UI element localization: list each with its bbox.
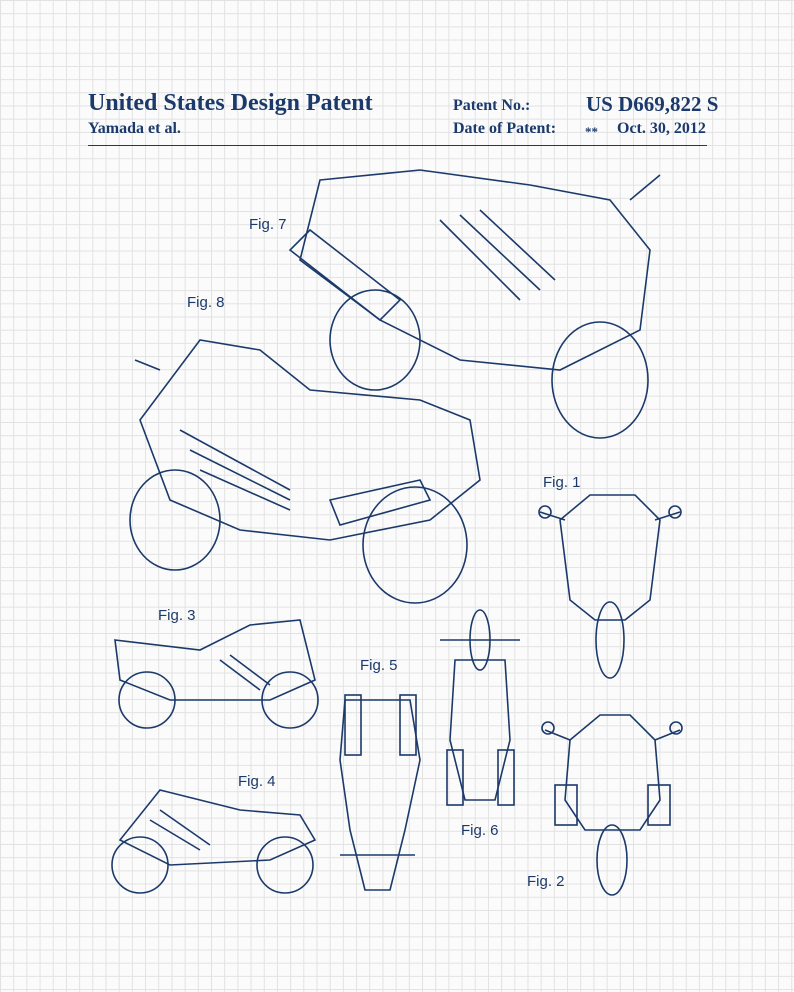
fig5-drawing <box>339 694 421 891</box>
fig-6-label: Fig. 6 <box>461 822 499 839</box>
fig8-drawing <box>129 339 481 604</box>
patent-number-label: Patent No.: <box>453 97 531 114</box>
fig7-drawing <box>288 169 661 439</box>
fig-2-label: Fig. 2 <box>527 873 565 890</box>
fig-4-label: Fig. 4 <box>238 773 276 790</box>
patent-title: United States Design Patent <box>88 90 373 116</box>
fig4-drawing <box>111 789 317 894</box>
patent-date: Oct. 30, 2012 <box>617 120 706 137</box>
date-marker: ** <box>585 124 598 139</box>
header-divider <box>88 145 707 146</box>
fig-7-label: Fig. 7 <box>249 216 287 233</box>
inventor: Yamada et al. <box>88 120 181 137</box>
fig-3-label: Fig. 3 <box>158 607 196 624</box>
fig-1-label: Fig. 1 <box>543 474 581 491</box>
fig3-drawing <box>114 619 319 729</box>
fig1-drawing <box>538 494 682 679</box>
patent-number: US D669,822 S <box>586 92 719 116</box>
fig6-drawing <box>440 609 520 806</box>
fig2-drawing <box>541 714 683 896</box>
fig-5-label: Fig. 5 <box>360 657 398 674</box>
fig-8-label: Fig. 8 <box>187 294 225 311</box>
date-label: Date of Patent: <box>453 120 557 137</box>
